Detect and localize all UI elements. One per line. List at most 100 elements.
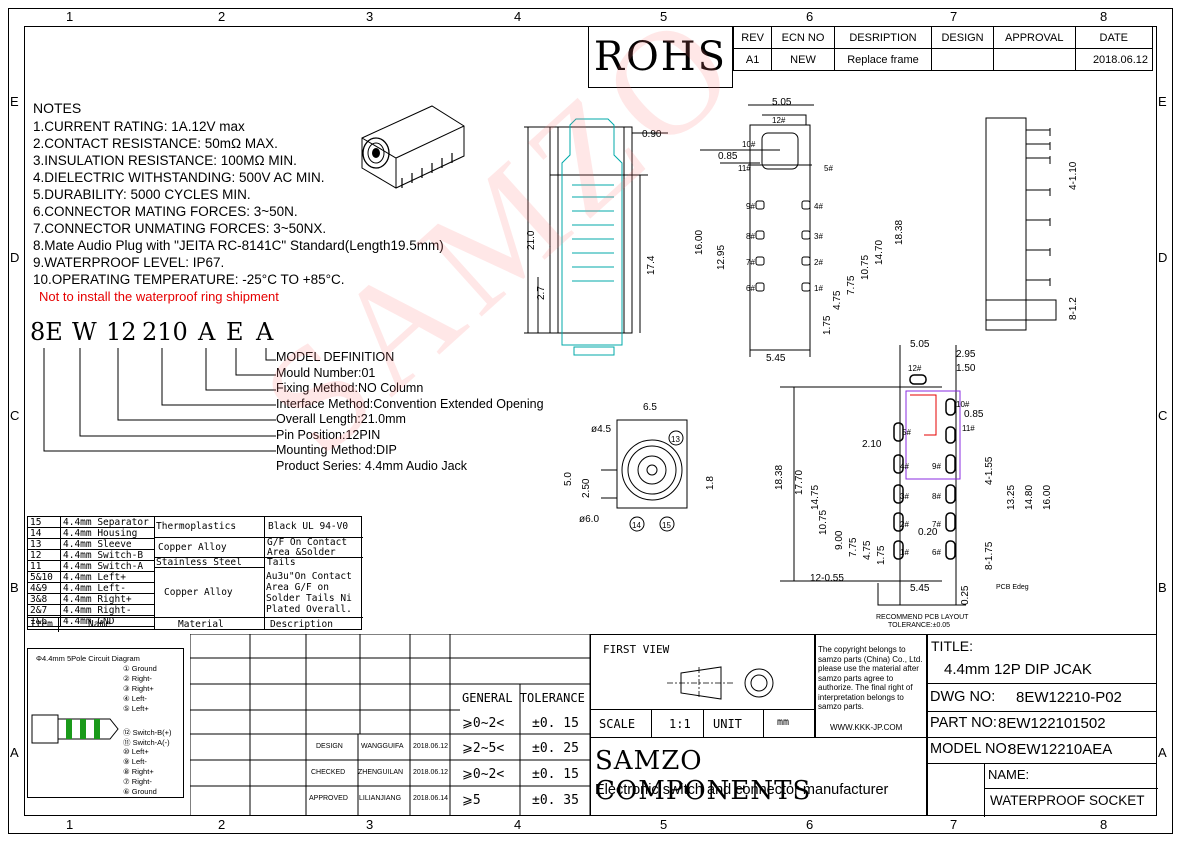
part-value: 8EW122101502 [998, 715, 1106, 732]
model-def-fixing: Fixing Method:NO Column [276, 381, 424, 395]
model-code-mould: A [256, 318, 274, 346]
tol-value-1: ±0. 15 [532, 716, 579, 731]
front-dim-50: 5.0 [563, 472, 574, 486]
model-code-length: 210 [142, 318, 188, 346]
zone-row-C-right: C [1158, 408, 1168, 423]
zone-col-4-top: 4 [514, 9, 522, 24]
model-definition-title: MODEL DEFINITION [276, 350, 395, 364]
front-view: 6.5 ø4.5 13 5.0 2.50 1.8 ø6.0 14 15 [563, 402, 716, 532]
rev-header: REV [732, 26, 773, 49]
zone-row-B-right: B [1158, 580, 1167, 595]
tol-range-1: ⩾0~2< [462, 716, 505, 731]
material-name: 4.4mm Left+ [63, 572, 126, 583]
note-10: 10.OPERATING TEMPERATURE: -25°C TO +85°C… [33, 272, 345, 287]
pcb-dim-210: 2.10 [862, 439, 882, 450]
signoff-name-design: WANGGUIFA [361, 743, 404, 750]
note-6: 6.CONNECTOR MATING FORCES: 3~50N. [33, 204, 298, 219]
material-group-4: Copper Alloy Au3u"On Contact Area G/F on… [154, 567, 363, 618]
zone-col-4-bottom: 4 [514, 817, 522, 832]
model-value: 8EW12210AEA [1008, 741, 1113, 758]
material-type: Stainless Steel [156, 557, 242, 568]
date-value: 2018.06.12 [1074, 48, 1154, 71]
circuit-label-10: ⑩ Left+ [123, 747, 149, 756]
approval-header: APPROVAL [992, 26, 1076, 49]
material-name: 4.4mm Separator [63, 517, 149, 528]
signoff-date-approved: 2018.06.14 [413, 795, 449, 802]
pcb-pin-3: 3# [900, 492, 909, 501]
zone-col-8-top: 8 [1100, 9, 1108, 24]
ecn-value: NEW [771, 48, 835, 71]
material-name: 4.4mm Right+ [63, 594, 132, 605]
front-label-13: 13 [671, 435, 680, 444]
front-dim-250: 2.50 [581, 478, 592, 498]
pin-3: 3# [814, 232, 823, 241]
signoff-role-design: DESIGN [316, 743, 343, 750]
model-code-series: 8E [30, 318, 63, 346]
right-dim-4-110: 4-1.10 [1068, 161, 1079, 190]
note-3: 3.INSULATION RESISTANCE: 100MΩ MIN. [33, 153, 297, 168]
bottom-dim-1600: 16.00 [694, 230, 705, 255]
revision-row: A1 NEW Replace frame 2018.06.12 [732, 48, 1154, 71]
plug-sketch [31, 714, 119, 744]
signoff-name-checked: ZHENGUILAN [358, 769, 404, 776]
circuit-label-2: ② Right- [123, 674, 152, 683]
tol-range-4: ⩾5 [462, 793, 481, 808]
material-name: 4.4mm Sleeve [63, 539, 132, 550]
pcb-pin-1: 1# [900, 548, 909, 557]
pin-8: 8# [746, 232, 755, 241]
circuit-label-9: ⑨ Left- [123, 757, 147, 766]
side-dim-090: 0.90 [642, 129, 662, 140]
scale-value: 1:1 [669, 717, 691, 731]
side-view: 0.90 21.0 17.4 2.7 [524, 118, 668, 356]
pin-10: 10# [742, 140, 756, 149]
tol-range-3: ⩾0~2< [462, 767, 505, 782]
zone-row-D-right: D [1158, 250, 1168, 265]
design-header: DESIGN [931, 26, 994, 49]
bottom-dim-545: 5.45 [766, 353, 786, 364]
pcb-dim-505: 5.05 [910, 339, 930, 350]
bottom-dim-175: 1.75 [822, 315, 833, 335]
model-code-fixing: E [226, 318, 244, 346]
material-item: 12 [28, 550, 61, 561]
model-def-pins: Pin Position:12PIN [276, 427, 381, 442]
material-item: 3&8 [28, 594, 61, 605]
pcb-dim-4-155: 4-1.55 [984, 456, 995, 485]
pin-12: 12# [772, 116, 786, 125]
company-name: SAMZO COMPONENTS [595, 746, 812, 806]
pcb-dim-1838: 18.38 [774, 465, 785, 490]
circuit-label-6: ⑥ Ground [123, 787, 157, 796]
bottom-dim-505: 5.05 [772, 97, 792, 108]
first-view-symbol [667, 666, 774, 700]
title-grid-lines [190, 634, 590, 816]
pcb-dim-020: 0.20 [918, 527, 938, 538]
zone-row-D-left: D [10, 250, 20, 265]
approval-value [992, 48, 1076, 71]
zone-col-8-bottom: 8 [1100, 817, 1108, 832]
model-def-mould: Mould Number:01 [276, 365, 376, 380]
bottom-dim-475: 4.75 [832, 290, 843, 310]
material-group-1: Thermoplastics Black UL 94-V0 [154, 517, 363, 538]
footer-material: Material [178, 619, 224, 630]
footer-name: Name [88, 619, 111, 630]
notes-block: NOTES 1.CURRENT RATING: 1A.12V max 2.CON… [33, 100, 444, 305]
right-side-view: 4-1.10 8-1.2 [985, 117, 1079, 331]
signoff-name-approved: LILIANJIANG [359, 795, 402, 802]
side-dim-27: 2.7 [536, 286, 547, 300]
first-view-label: FIRST VIEW [603, 643, 670, 656]
front-dim-dia45: ø4.5 [591, 424, 611, 435]
zone-col-1-top: 1 [66, 9, 74, 24]
material-name: 4.4mm Right- [63, 605, 132, 616]
zone-row-E-right: E [1158, 94, 1167, 109]
footer-description: Description [270, 619, 333, 630]
material-item: 11 [28, 561, 61, 572]
side-dim-174: 17.4 [646, 255, 657, 275]
pin-6: 6# [746, 284, 755, 293]
model-label: MODEL NO: [930, 741, 1011, 757]
material-item: 15 [28, 517, 61, 528]
